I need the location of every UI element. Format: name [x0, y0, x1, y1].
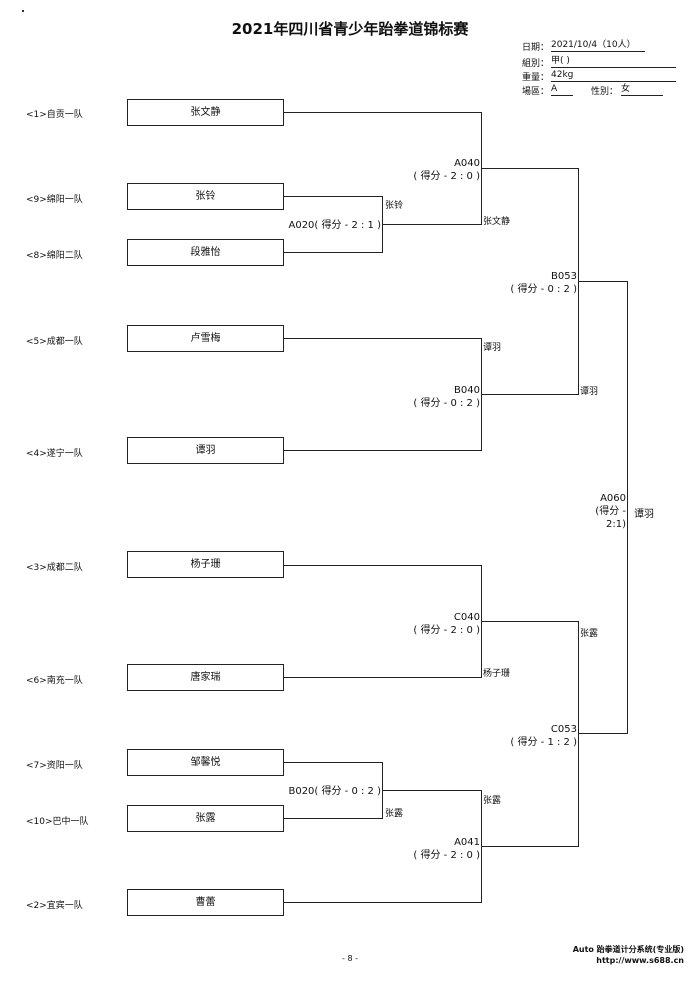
match-a020-label: A020( 得分 - 2 : 1 )	[288, 220, 381, 231]
competitor-box: 张文静	[127, 99, 284, 126]
match-b053-label: B053	[551, 271, 577, 282]
team-label: <1>自贡一队	[26, 110, 83, 120]
gender-label: 性別：	[591, 87, 619, 97]
group-label: 組別：	[522, 59, 550, 69]
match-b040-score: ( 得分 - 0 : 2 )	[413, 398, 480, 409]
competitor-box: 曹蕾	[127, 889, 284, 916]
page-title: 2021年四川省青少年跆拳道锦标赛	[231, 20, 469, 38]
match-b040-winner: 谭羽	[580, 387, 599, 397]
match-c040-score: ( 得分 - 2 : 0 )	[413, 625, 480, 636]
b040-upper-name: 谭羽	[483, 343, 502, 353]
match-b053-score: ( 得分 - 0 : 2 )	[510, 284, 577, 295]
competitor-box: 唐家瑞	[127, 664, 284, 691]
match-a020-winner: 张铃	[385, 201, 404, 211]
team-label: <3>成都二队	[26, 563, 83, 573]
team-label: <5>成都一队	[26, 337, 83, 347]
competitor-box: 张铃	[127, 183, 284, 210]
competitor-box: 卢雪梅	[127, 325, 284, 352]
team-label: <10>巴中一队	[26, 817, 89, 827]
match-a060-label: A060	[600, 493, 626, 504]
match-a040-label: A040	[454, 158, 480, 169]
champion-name: 谭羽	[634, 509, 654, 520]
competitor-box: 张露	[127, 805, 284, 832]
group-value: 甲( )	[551, 56, 676, 68]
weight-value: 42kg	[551, 70, 676, 82]
match-c053-label: C053	[550, 724, 577, 735]
match-a041-score: ( 得分 - 2 : 0 )	[413, 850, 480, 861]
a041-upper-name: 张露	[483, 796, 502, 806]
match-c053-upper-name: 张露	[580, 629, 599, 639]
match-b040-label: B040	[454, 385, 480, 396]
date-value: 2021/10/4（10人）	[551, 40, 645, 52]
match-c040-winner: 杨子珊	[483, 669, 511, 679]
software-name: Auto 跆拳道计分系统(专业版)	[572, 945, 684, 954]
venue-label: 場區：	[522, 87, 550, 97]
scan-dot	[22, 10, 24, 12]
match-c053-score: ( 得分 - 1 : 2 )	[510, 737, 577, 748]
software-url: http://www.s688.cn	[596, 956, 684, 965]
gender-value: 女	[621, 84, 663, 96]
team-label: <6>南充一队	[26, 676, 83, 686]
team-label: <9>绵阳一队	[26, 195, 83, 205]
match-b020-winner: 张露	[385, 809, 404, 819]
weight-label: 重量：	[522, 73, 550, 83]
match-b020-label: B020( 得分 - 0 : 2 )	[288, 786, 381, 797]
venue-value: A	[551, 84, 573, 96]
competitor-box: 杨子珊	[127, 551, 284, 578]
team-label: <2>宜宾一队	[26, 901, 83, 911]
match-a060-score-end: 2:1)	[606, 519, 626, 530]
competitor-box: 谭羽	[127, 437, 284, 464]
match-c040-label: C040	[453, 612, 480, 623]
page-number: - 8 -	[342, 954, 358, 963]
match-a040-score: ( 得分 - 2 : 0 )	[413, 171, 480, 182]
match-a040-winner: 张文静	[483, 217, 511, 227]
match-a041-label: A041	[454, 837, 480, 848]
team-label: <4>遂宁一队	[26, 449, 83, 459]
team-label: <8>绵阳二队	[26, 251, 83, 261]
competitor-box: 邹馨悦	[127, 749, 284, 776]
team-label: <7>资阳一队	[26, 761, 83, 771]
match-a060-score: (得分 -	[595, 506, 626, 517]
date-label: 日期：	[522, 43, 550, 53]
competitor-box: 段雅怡	[127, 239, 284, 266]
